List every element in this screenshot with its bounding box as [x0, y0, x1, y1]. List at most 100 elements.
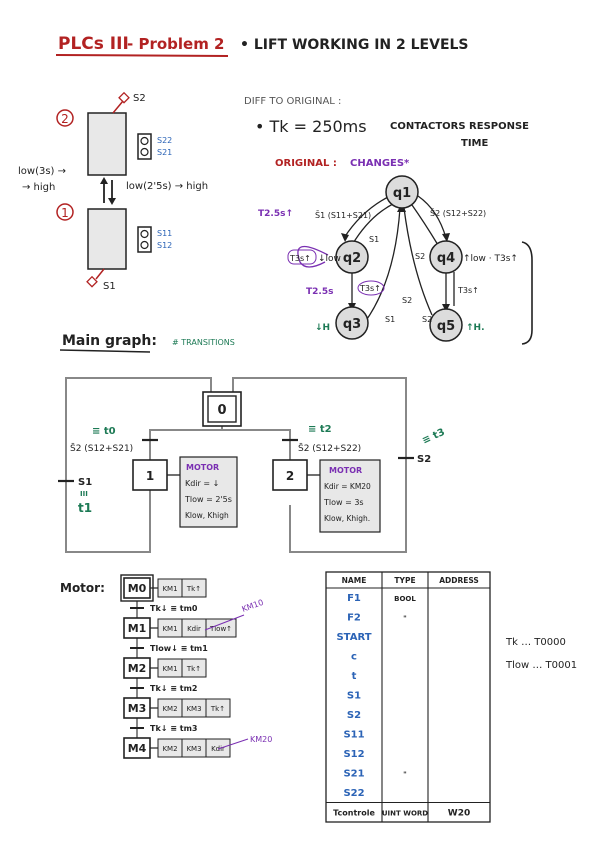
- side-note-tk: Tk … T0000: [505, 637, 566, 648]
- table-row-1-col-1: ": [403, 615, 407, 623]
- diff-response-2: TIME: [461, 138, 488, 149]
- motor-step-3-action-2-cell: [205, 698, 231, 718]
- motor-transition-3: Tk↓ ≡ tm3: [150, 724, 197, 733]
- motor-box-1-l3: Klow, Khigh: [185, 511, 229, 520]
- main-graph-underline: [59, 349, 151, 353]
- state-q2: [335, 240, 369, 274]
- state-t-low-left: T2.5s↑: [258, 209, 293, 219]
- km10-label: KM10: [241, 598, 265, 614]
- step-1-label: 1: [146, 469, 154, 483]
- sensor-s2-diamond: [118, 91, 130, 104]
- motor-step-4-action-2-cell: [205, 738, 231, 758]
- header-title: PLCs III: [58, 34, 129, 54]
- header-bullet-text: • LIFT WORKING IN 2 LEVELS: [240, 37, 469, 53]
- motor-step-2-label: M2: [128, 662, 147, 675]
- km10-arrow: [204, 614, 245, 631]
- side-note-tlow: Tlow … T0001: [505, 660, 577, 671]
- t1-eq: III: [80, 490, 88, 498]
- motor-box-1-l1: Kdir = ↓: [185, 479, 219, 488]
- self-loop-q2: [297, 245, 329, 268]
- state-diagram: [297, 195, 533, 345]
- state-s1-b: S1: [385, 315, 395, 324]
- motor-transition-2: Tk↓ ≡ tm2: [150, 684, 197, 693]
- button-top-1: [140, 136, 149, 146]
- edge-q3-q1: [364, 207, 401, 323]
- arrow-up-head: [100, 177, 108, 184]
- step-2-label: 2: [286, 469, 294, 483]
- header: PLCs III - Problem 2 • LIFT WORKING IN 2…: [55, 34, 469, 57]
- state-low-q2: ↓low: [318, 254, 341, 264]
- table-header-1: TYPE: [394, 576, 415, 585]
- table-row-11-col-2: W20: [448, 809, 470, 819]
- bracket-right: [521, 241, 533, 345]
- state-q5-label: q5: [437, 319, 455, 334]
- motor-box-2-l1: Kdir = KM20: [324, 482, 371, 491]
- label-s22: S22: [157, 136, 172, 145]
- motor-step-4-action-1: KM3: [186, 745, 201, 753]
- motor-box-2-title: MOTOR: [329, 466, 362, 475]
- step-0-label: 0: [217, 403, 226, 418]
- table-row-2-col-0: START: [336, 632, 371, 643]
- t2-label: ≡ t2: [308, 424, 332, 435]
- level-bottom-num: 1: [61, 206, 69, 220]
- diff-tk: • Tk = 250ms: [255, 117, 367, 136]
- t3-label: ≡ t3: [421, 427, 447, 447]
- loop-outer: [65, 377, 212, 553]
- diff-notes: DIFF TO ORIGINAL : • Tk = 250ms CONTACTO…: [244, 96, 529, 169]
- motor-step-1-action-1: Kdir: [187, 625, 201, 633]
- motor-step-0-action-0: KM1: [162, 585, 177, 593]
- cabin-top: [87, 112, 127, 176]
- state-t3s: T3s↑: [289, 254, 311, 263]
- table-row-9-col-1: ": [403, 771, 407, 779]
- km20-label: KM20: [250, 735, 272, 744]
- label-s12: S12: [157, 241, 172, 250]
- table-row-0-col-0: F1: [347, 593, 361, 604]
- label-s21: S21: [157, 148, 172, 157]
- edge-q1-q4: [417, 195, 447, 239]
- label-s2: S2: [133, 93, 146, 104]
- table-row-10-col-0: S22: [343, 788, 364, 799]
- state-h-right: ↑H.: [466, 323, 485, 333]
- state-tr-left: S̄1 (S11+S21): [315, 210, 371, 220]
- diff-changes: CHANGES*: [350, 158, 410, 169]
- state-q1-label: q1: [393, 186, 411, 201]
- motor-title: Motor:: [60, 581, 105, 595]
- lift-sketch: 2 S2 S22 S21 low(3s) → → high low(2'5s) …: [18, 91, 208, 292]
- table-header-2: ADDRESS: [439, 576, 479, 585]
- state-t3s-mid-ring: [357, 280, 385, 296]
- motor-step-4-action-0: KM2: [162, 745, 177, 753]
- motor-box-2: [319, 459, 381, 533]
- diff-original: ORIGINAL :: [275, 158, 337, 169]
- motor-step-0-action-1-cell: [181, 578, 207, 598]
- step-2: [272, 459, 308, 491]
- header-problem: - Problem 2: [127, 35, 225, 53]
- motor-step-3-action-0: KM2: [162, 705, 177, 713]
- label-s11: S11: [157, 229, 172, 238]
- table-header-0: NAME: [342, 576, 367, 585]
- table-row-8-col-0: S12: [343, 749, 364, 760]
- state-q4-label: q4: [437, 251, 455, 266]
- edge-q5-q1: [403, 207, 433, 316]
- state-q1: [385, 175, 419, 209]
- arrowhead-q4-q5: [442, 304, 450, 312]
- table-row-5-col-0: S1: [347, 691, 361, 702]
- low-left-2: → high: [22, 182, 55, 193]
- motor-step-2-action-1-cell: [181, 658, 207, 678]
- tr-s1-label: S1: [78, 477, 92, 488]
- state-h-left: ↓H: [315, 323, 330, 333]
- state-q3: [335, 306, 369, 340]
- sensor-s1-diamond: [86, 275, 98, 288]
- motor-step-3-action-1: KM3: [186, 705, 201, 713]
- tr-right-label: S̄2 (S12+S22): [298, 442, 361, 454]
- state-t3s-q4: T3s↑: [457, 286, 479, 295]
- main-graph-note: # TRANSITIONS: [172, 338, 235, 347]
- table-row-11-col-0: Tcontrole: [333, 809, 375, 818]
- header-underline: [55, 54, 229, 57]
- table-row-11-col-1: UINT WORD: [382, 810, 428, 818]
- sensor-s1-line: [95, 268, 105, 280]
- motor-step-0-label: M0: [128, 582, 147, 595]
- motor-step-2-action-1: Tk↑: [186, 665, 201, 673]
- motor-box-1: [179, 456, 238, 528]
- state-q2-label: q2: [343, 251, 361, 266]
